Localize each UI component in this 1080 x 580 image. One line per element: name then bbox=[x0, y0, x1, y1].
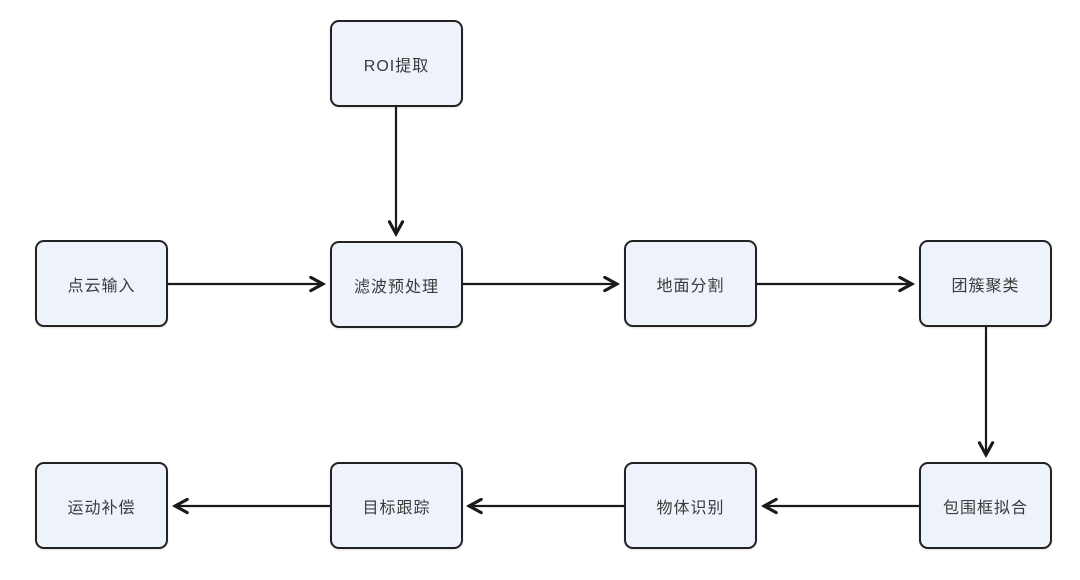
node-label: 物体识别 bbox=[656, 499, 725, 517]
node-bounding-box-fit: 包围框拟合 bbox=[919, 462, 1052, 549]
node-label: 地面分割 bbox=[656, 277, 725, 295]
node-label: 滤波预处理 bbox=[353, 278, 439, 296]
node-label: 运动补偿 bbox=[67, 499, 136, 517]
node-label: 包围框拟合 bbox=[942, 499, 1028, 517]
node-label: 点云输入 bbox=[67, 277, 136, 295]
node-label: 目标跟踪 bbox=[362, 499, 431, 517]
node-cluster-clustering: 团簇聚类 bbox=[919, 240, 1052, 327]
node-filter-preprocess: 滤波预处理 bbox=[330, 241, 463, 328]
node-point-cloud-input: 点云输入 bbox=[35, 240, 168, 327]
node-label: 团簇聚类 bbox=[951, 277, 1020, 295]
node-object-recognition: 物体识别 bbox=[624, 462, 757, 549]
node-label: ROI提取 bbox=[363, 57, 430, 75]
node-motion-compensation: 运动补偿 bbox=[35, 462, 168, 549]
node-roi-extraction: ROI提取 bbox=[330, 20, 463, 107]
node-ground-segmentation: 地面分割 bbox=[624, 240, 757, 327]
node-target-tracking: 目标跟踪 bbox=[330, 462, 463, 549]
